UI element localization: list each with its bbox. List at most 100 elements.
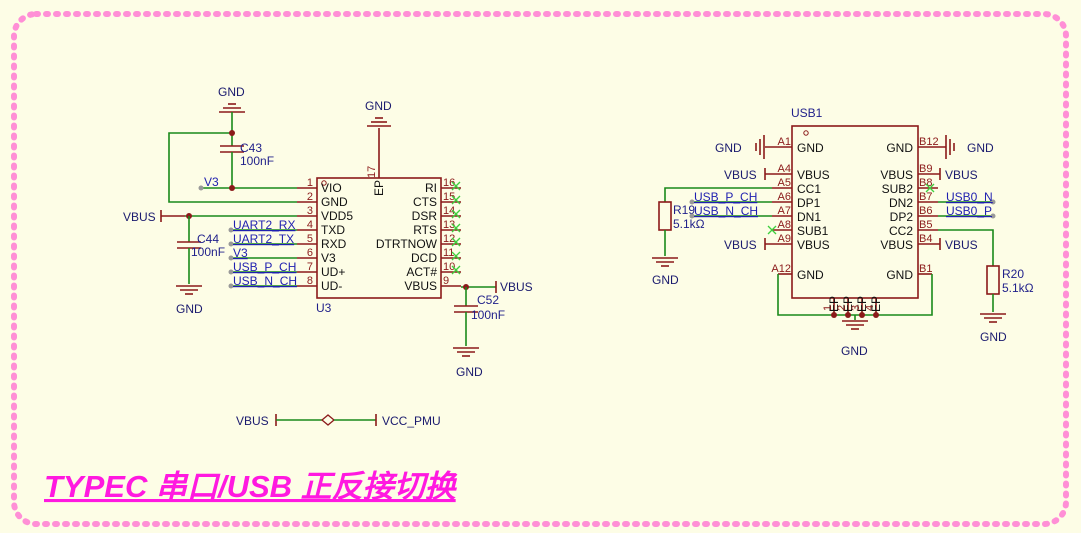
svg-text:GND: GND [365,99,392,113]
u3-pin-name: VDD5 [321,209,353,223]
net-usb0-n: USB0_N [946,190,993,204]
usb1-ep-num: 4 [864,305,876,311]
r20-ref: R20 [1002,267,1024,281]
usb1-pin-name: DP1 [797,196,821,210]
u3-pin-num: 3 [307,205,313,217]
u3-pin-name: DSR [412,209,438,223]
usb1-pin-num: A12 [771,263,791,275]
svg-text:GND: GND [980,330,1007,344]
u3-pin-name: DTRTNOW [376,237,438,251]
u3-pin-num: 12 [443,233,455,245]
u3-pin-name: UD+ [321,265,345,279]
c52-ref: C52 [477,293,499,307]
usb1-pin-name: GND [797,268,824,282]
u3-pin-num: 16 [443,177,455,189]
usb1-pin-name: VBUS [797,168,830,182]
net-usb0-p: USB0_P [946,204,992,218]
u3-pin-num: 1 [307,177,313,189]
r20-value: 5.1kΩ [1002,281,1034,295]
gnd-symbol-c43: GND [218,85,245,113]
usb1-pin-name: CC2 [889,224,913,238]
c44-ref: C44 [197,232,219,246]
c52-value: 100nF [471,308,505,322]
usb1-pin-num: A7 [778,205,791,217]
usb1-pin-name: SUB1 [797,224,829,238]
usb1-pin-name: DN1 [797,210,821,224]
net-v3-label-top: V3 [204,175,219,189]
usb1-ep-num: 1 [822,305,834,311]
u3-pin-num: 14 [443,205,455,217]
usb1-pin-num: B4 [919,233,932,245]
u3-pin-num: 6 [307,247,313,259]
usb1-ep-num: 3 [850,305,862,311]
u3-pin-num: 15 [443,191,455,203]
net-tie-vbus-vcc-pmu: VBUS VCC_PMU [236,414,441,428]
u3-pin-name: CTS [413,195,437,209]
gnd-label-a1: GND [715,141,742,155]
u3-pin-name: ACT# [406,265,437,279]
u3-pin-num: 10 [443,261,455,273]
u3-pin-num: 8 [307,275,313,287]
u3-pin-num: 7 [307,261,313,273]
u3-pin-name: GND [321,195,348,209]
svg-text:VBUS: VBUS [236,414,269,428]
r19-value: 5.1kΩ [673,217,705,231]
usb1-pin-name: VBUS [797,238,830,252]
usb1-connector[interactable]: USB1 [791,106,919,299]
u3-pin-num: 13 [443,219,455,231]
usb1-pin-num: B5 [919,219,932,231]
svg-text:GND: GND [841,344,868,358]
u3-pin-name: DCD [411,251,437,265]
u3-pin-name: TXD [321,223,345,237]
gnd-symbol-usb1: GND [841,320,868,358]
net-usb-p-ch-u3: USB_P_CH [233,260,296,274]
u3-pin-name: RXD [321,237,347,251]
u3-pin-num: 4 [307,219,313,231]
c43-value: 100nF [240,154,274,168]
usb1-ep-label: EP [869,296,883,312]
usb1-ref: USB1 [791,106,823,120]
vbus-label-a9: VBUS [724,238,757,252]
gnd-symbol-c52: GND [453,347,483,379]
usb1-pin-num: B7 [919,191,932,203]
usb1-pin-name: DP2 [890,210,914,224]
sheet-border [11,11,1069,527]
svg-text:GND: GND [176,302,203,316]
net-v3: V3 [233,246,248,260]
u3-pin-name: UD- [321,279,342,293]
usb1-pin-name: CC1 [797,182,821,196]
gnd-symbol-c44: GND [176,285,203,316]
usb1-pin-num: B8 [919,177,932,189]
u3-pin-name: VIO [321,181,342,195]
u3-pin-num: 5 [307,233,313,245]
gnd-symbol-r20: GND [980,313,1007,344]
vbus-label-a4: VBUS [724,168,757,182]
svg-text:VCC_PMU: VCC_PMU [382,414,441,428]
usb1-pin-num: B12 [919,136,939,148]
usb1-pin-num: A1 [778,136,791,148]
usb1-ep-label: EP [827,296,841,312]
net-uart2-tx: UART2_TX [233,232,294,246]
u3-chip[interactable]: EP 17 U3 [316,166,442,315]
gnd-label-b12: GND [967,141,994,155]
usb1-pin-name: VBUS [880,238,913,252]
usb1-ep-label: EP [855,296,869,312]
vbus-port-left: VBUS [123,210,185,224]
svg-text:VBUS: VBUS [123,210,156,224]
u3-pin-num: 9 [443,275,449,287]
u3-pin-name: RTS [413,223,437,237]
net-usb-p-ch-usb1: USB_P_CH [694,190,757,204]
usb1-pin-name: GND [797,141,824,155]
usb1-pin-name: GND [886,141,913,155]
usb1-pin-num: B9 [919,163,932,175]
usb1-pin-name: SUB2 [882,182,914,196]
net-usb-n-ch-u3: USB_N_CH [233,274,297,288]
svg-text:GND: GND [456,365,483,379]
net-usb-n-ch-usb1: USB_N_CH [694,204,758,218]
svg-text:GND: GND [652,273,679,287]
u3-ep-label: EP [372,180,386,196]
vbus-label-u3: VBUS [500,280,533,294]
usb1-pin-name: DN2 [889,196,913,210]
usb1-pin-num: A5 [778,177,791,189]
